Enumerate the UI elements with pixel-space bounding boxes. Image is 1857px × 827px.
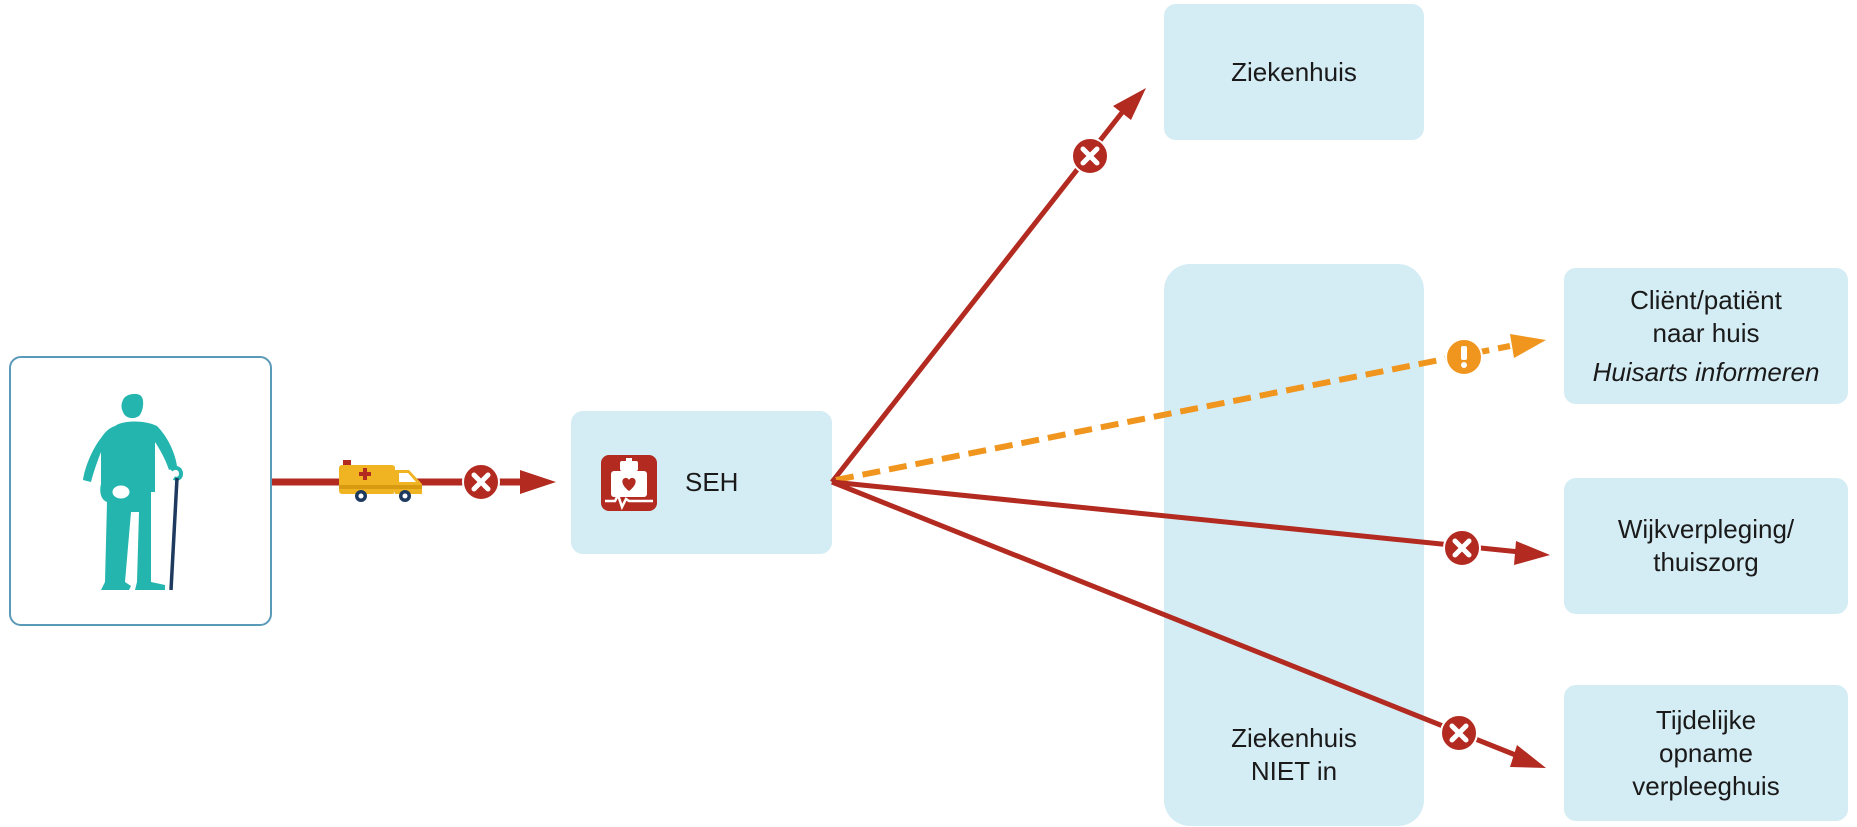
huisarts-informeren-label: Huisarts informeren: [1592, 356, 1820, 387]
arrow-seh-to-ziekenhuis: [830, 88, 1146, 484]
x-circle-icon: [1071, 137, 1109, 175]
exclamation-circle-icon: [1445, 338, 1483, 376]
emergency-department-icon: [601, 454, 657, 511]
wijkverpleging-box: Wijkverpleging/ thuiszorg: [1564, 478, 1848, 614]
client-naar-huis-line2: naar huis: [1652, 317, 1760, 348]
arrow-seh-to-client-naar-huis: [835, 334, 1546, 483]
ambulance-icon: [339, 460, 422, 502]
wijkverpleging-line1: Wijkverpleging/: [1617, 514, 1795, 544]
ziekenhuis-niet-in-line1: Ziekenhuis: [1231, 723, 1357, 753]
wijkverpleging-line2: thuiszorg: [1653, 547, 1759, 577]
elderly-person-with-cane-icon: [71, 392, 211, 597]
client-naar-huis-line1: Cliënt/patiënt: [1630, 284, 1782, 315]
ziekenhuis-box: Ziekenhuis: [1164, 4, 1424, 140]
tijdelijke-opname-box: Tijdelijke opname verpleeghuis: [1564, 685, 1848, 821]
arrow-seh-to-wijkverpleging: [831, 479, 1550, 565]
tijdelijke-opname-line3: verpleeghuis: [1632, 770, 1780, 801]
ziekenhuis-niet-in-line2: NIET in: [1250, 756, 1338, 786]
patient-box: [9, 356, 272, 626]
seh-box: SEH: [571, 411, 832, 554]
tijdelijke-opname-line2: opname: [1659, 737, 1753, 768]
x-circle-icon: [1443, 529, 1481, 567]
seh-label: SEH: [685, 467, 739, 497]
ziekenhuis-niet-in-box: Ziekenhuis NIET in: [1164, 264, 1424, 826]
ziekenhuis-label: Ziekenhuis: [1231, 56, 1357, 87]
x-circle-icon: [1440, 714, 1478, 752]
x-circle-icon: [462, 463, 500, 501]
tijdelijke-opname-line1: Tijdelijke: [1655, 704, 1757, 735]
arrow-seh-to-tijdelijke-opname: [831, 479, 1546, 768]
client-naar-huis-box: Cliënt/patiënt naar huis Huisarts inform…: [1564, 268, 1848, 404]
